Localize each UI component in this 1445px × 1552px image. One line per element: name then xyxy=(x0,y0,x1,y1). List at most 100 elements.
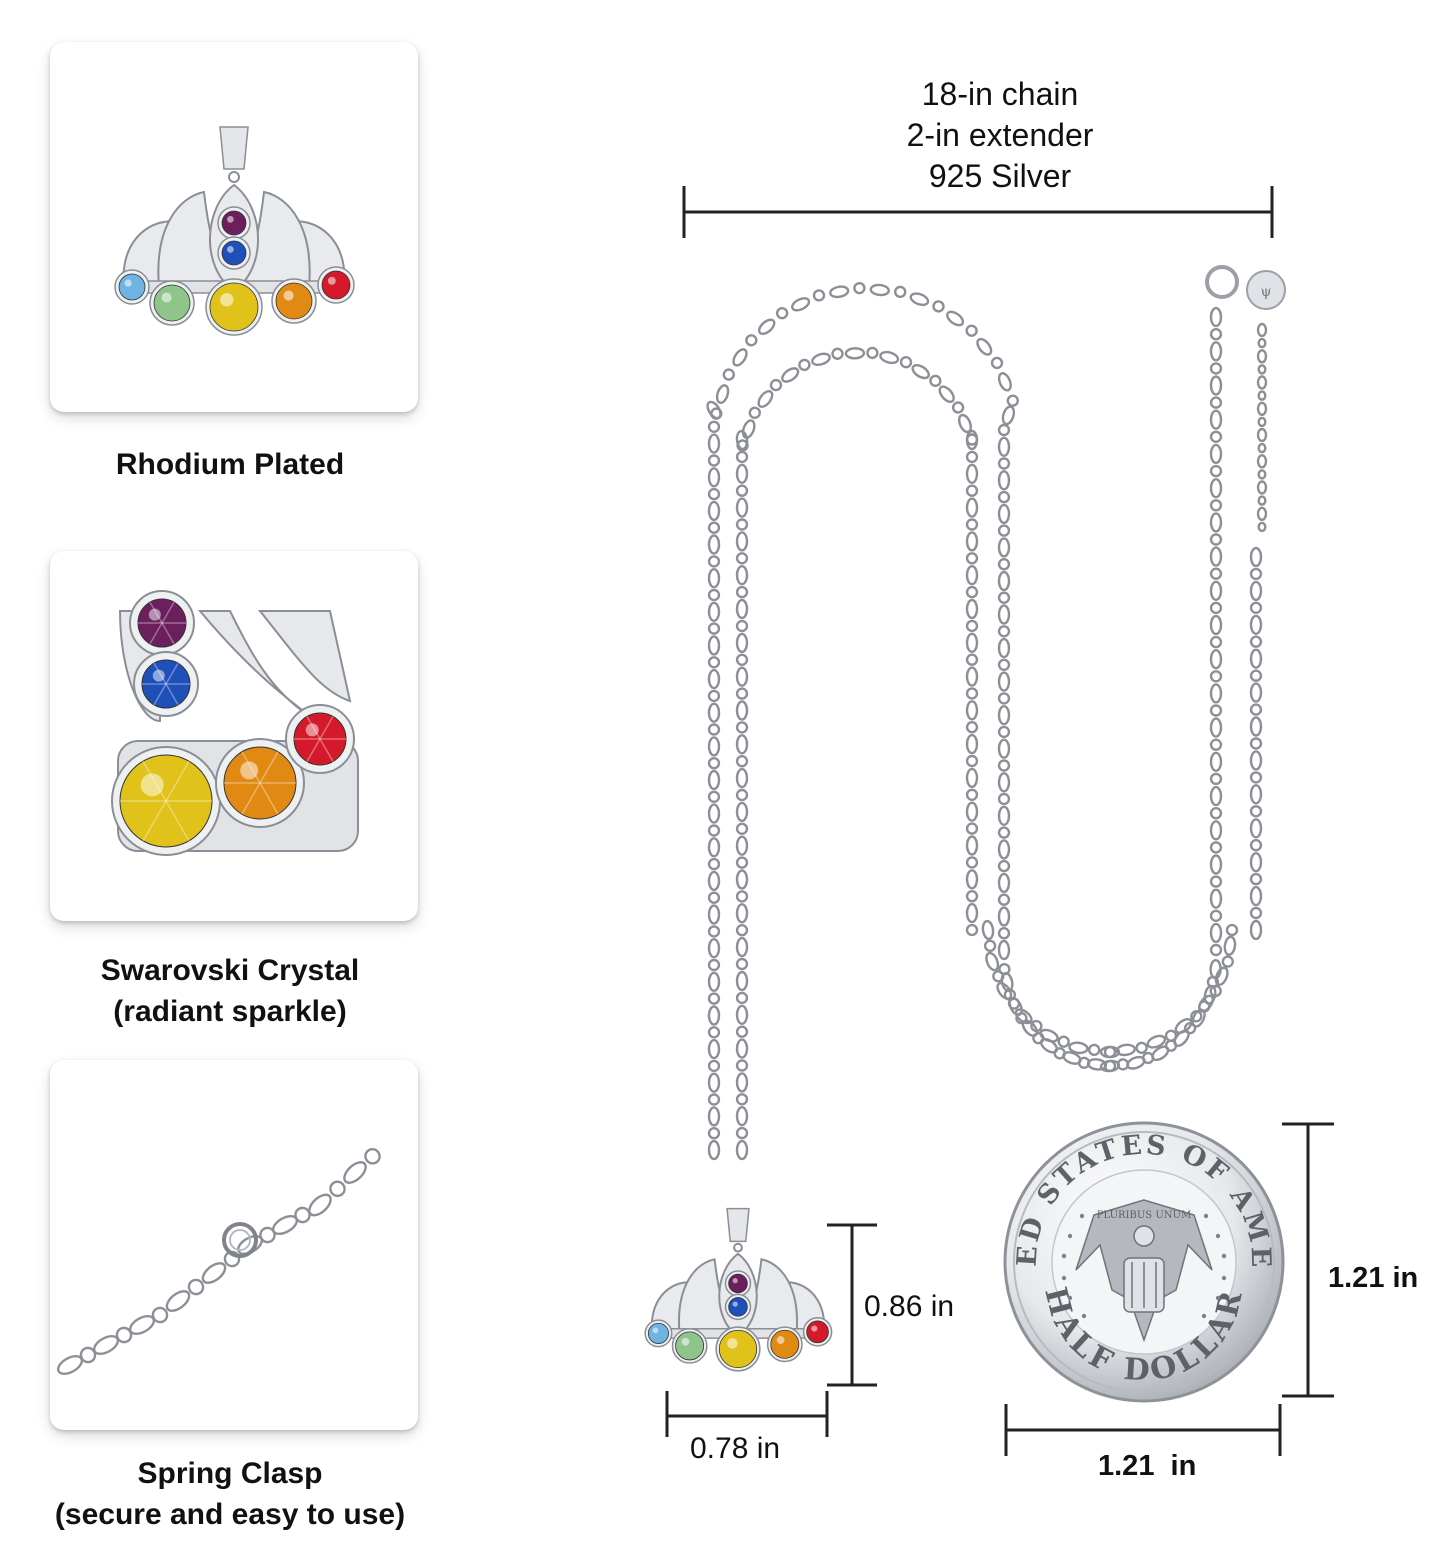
chain-link xyxy=(1209,670,1223,683)
chain-link xyxy=(997,372,1012,392)
chain-link xyxy=(965,754,979,768)
chain-link xyxy=(707,757,721,770)
chain-link xyxy=(965,632,979,653)
lotus-pendant xyxy=(644,1207,833,1372)
chain-link xyxy=(707,1026,721,1039)
chain-link xyxy=(735,788,749,802)
chain-link xyxy=(1088,1043,1101,1057)
chain-link xyxy=(1249,771,1263,784)
chain-link xyxy=(997,738,1011,759)
chain-link xyxy=(829,285,850,299)
chain-link xyxy=(997,826,1011,839)
chain-link xyxy=(1257,390,1267,401)
chain-link xyxy=(965,666,979,687)
chain-link xyxy=(1249,919,1263,941)
chain-link xyxy=(990,356,1004,370)
chain-link xyxy=(1256,427,1268,443)
chain-link xyxy=(1209,614,1223,636)
chain-link xyxy=(798,358,811,372)
eagle-icon xyxy=(1075,1199,1213,1343)
chain-link xyxy=(735,632,749,654)
chain-link xyxy=(707,803,721,824)
chain-link xyxy=(811,352,831,367)
chain-link xyxy=(707,668,721,690)
chain-link xyxy=(965,700,979,721)
chain-link xyxy=(946,310,965,327)
chain-link xyxy=(1014,1008,1033,1025)
gem-red xyxy=(321,270,351,300)
gem-yellow xyxy=(718,1329,758,1369)
chain-link xyxy=(707,702,721,723)
chain-link xyxy=(735,734,749,755)
chain-link xyxy=(201,1262,227,1284)
chain-link xyxy=(1164,1029,1178,1042)
chain-link xyxy=(343,1161,367,1184)
chain-link xyxy=(1257,442,1267,454)
gem-purple xyxy=(221,210,247,236)
chain-link xyxy=(735,890,749,903)
chain-link xyxy=(997,906,1011,927)
chain-link xyxy=(1223,935,1237,956)
chain-link xyxy=(997,859,1011,873)
chain-link xyxy=(976,337,993,356)
chain-link xyxy=(748,406,761,419)
chain-link xyxy=(707,1126,721,1140)
chain-link xyxy=(707,1059,721,1073)
chain-link xyxy=(735,1105,749,1127)
spring-clasp-icon xyxy=(56,1148,381,1375)
chain-link xyxy=(831,347,844,360)
chain-link xyxy=(1256,375,1268,390)
chain-link xyxy=(1006,394,1019,407)
spring-ring xyxy=(222,1222,258,1258)
chain-link xyxy=(1209,738,1223,751)
chain-link xyxy=(735,822,749,835)
chain-link xyxy=(992,970,1005,983)
chain-link xyxy=(715,384,730,405)
chain-specs: 18-in chain 2-in extender 925 Silver xyxy=(800,74,1200,197)
chain-link xyxy=(997,805,1011,826)
feature-card-rhodium xyxy=(50,42,418,412)
feature-card-crystal xyxy=(50,551,418,921)
chain-link xyxy=(1007,997,1021,1010)
chain-link xyxy=(965,585,979,599)
chain-link xyxy=(938,385,955,403)
feature-caption-crystal: Swarovski Crystal (radiant sparkle) xyxy=(0,950,460,1032)
chain-link xyxy=(997,839,1011,860)
chain-link xyxy=(735,721,749,734)
chain-link xyxy=(1068,1041,1089,1055)
chain-link xyxy=(707,622,721,635)
chain-link xyxy=(707,467,721,488)
chain-link xyxy=(1249,635,1263,648)
chain-link xyxy=(1249,614,1263,635)
chain-link xyxy=(1209,875,1223,888)
chain-link xyxy=(707,925,721,938)
chain-link xyxy=(735,585,749,599)
chain-link xyxy=(965,450,979,464)
gem-blue xyxy=(141,659,191,709)
chain-link xyxy=(364,1148,381,1165)
chain-link xyxy=(707,420,721,433)
chain-link xyxy=(929,374,942,388)
chain-link xyxy=(707,736,721,757)
chain-link xyxy=(707,837,721,858)
chain-link xyxy=(707,601,721,622)
chain-link xyxy=(707,487,721,501)
chain-link xyxy=(1209,704,1223,717)
gem-blue xyxy=(728,1297,748,1317)
chain-link xyxy=(741,419,756,439)
chain-link xyxy=(735,801,749,823)
coin-height-label: 1.21 in xyxy=(1328,1262,1419,1294)
chain-link xyxy=(1209,984,1222,998)
chain-link xyxy=(735,856,749,869)
chain-link xyxy=(1209,807,1223,820)
chain-link xyxy=(735,598,749,620)
chain-link xyxy=(707,521,721,534)
chain-link xyxy=(1249,669,1263,682)
chain-link xyxy=(1209,772,1223,786)
chain-link xyxy=(997,524,1011,537)
chain-link xyxy=(965,531,979,552)
chain-link xyxy=(151,1306,169,1324)
chain-link xyxy=(965,733,979,755)
chain-link xyxy=(1214,966,1229,987)
chain-link xyxy=(1249,839,1263,852)
